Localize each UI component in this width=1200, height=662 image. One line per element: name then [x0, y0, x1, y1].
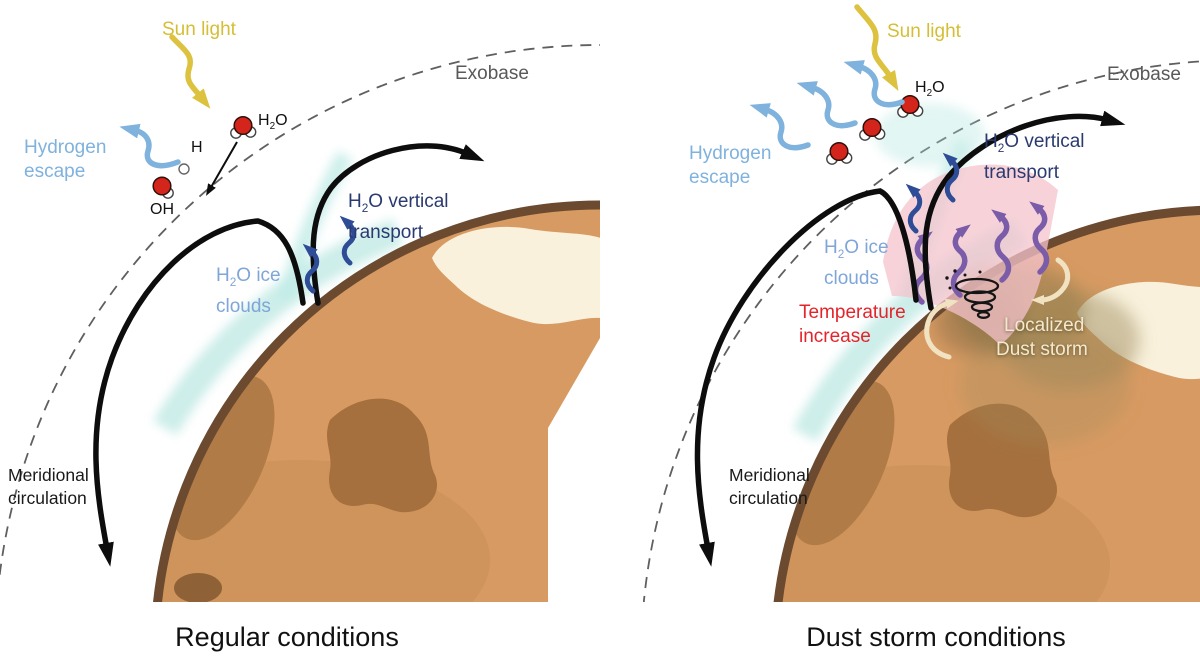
- hydrogen-escape-arrow-icon: [749, 103, 811, 151]
- label-h2o: H2O: [258, 112, 288, 133]
- label-hydrogen-escape: Hydrogen escape: [689, 142, 771, 190]
- caption-regular-conditions: Regular conditions: [175, 622, 399, 652]
- label-h2o: H2O: [915, 79, 945, 100]
- label-line: circulation: [729, 488, 808, 508]
- photodissociation-arrow-icon: [206, 141, 238, 196]
- panel-regular-conditions: Sun light Hydrogen escape Exobase H2O H …: [0, 19, 600, 652]
- label-line: circulation: [8, 488, 87, 508]
- oh-molecule-icon: [152, 176, 174, 199]
- label-sun-light: Sun light: [887, 21, 961, 42]
- hydrogen-escape-arrow-icon: [843, 60, 905, 108]
- label-oh: OH: [150, 201, 174, 218]
- label-h2o-vertical-transport: H2O vertical transport: [348, 190, 449, 245]
- label-sun-light: Sun light: [162, 19, 236, 40]
- planet-dark-region: [327, 398, 437, 513]
- label-line: H2O ice: [824, 237, 889, 261]
- label-h2o-ice-clouds: H2O ice clouds: [216, 264, 281, 319]
- h2o-molecule-icon: [230, 115, 257, 139]
- label-line: escape: [689, 167, 751, 188]
- regular-conditions-illustration: [0, 34, 600, 602]
- polar-cream-region: [432, 226, 600, 325]
- label-line: Hydrogen: [24, 137, 107, 158]
- label-line: Temperature: [799, 302, 906, 323]
- hydrogen-escape-arrow-icon: [119, 123, 181, 169]
- planet-dark-region: [169, 375, 275, 541]
- label-h2o-ice-clouds: H2O ice clouds: [824, 236, 889, 291]
- meridional-circulation-arrow: [93, 218, 306, 567]
- label-meridional-circulation: Meridional circulation: [729, 464, 810, 510]
- sunlight-arrow-icon: [854, 4, 899, 92]
- label-line: clouds: [824, 267, 879, 289]
- planet-mars: [150, 200, 600, 602]
- panel-dust-storm-conditions: Sun light Hydrogen escape Exobase H2O H2…: [600, 0, 1200, 662]
- label-line: transport: [348, 221, 423, 243]
- label-line: H2O ice: [216, 265, 281, 289]
- label-line: Meridional: [8, 465, 89, 485]
- hydrogen-escape-arrow-icon: [796, 81, 858, 129]
- label-line: H2O vertical: [984, 131, 1085, 155]
- meridional-circulation-arrow: [694, 188, 919, 567]
- label-line: Dust storm: [996, 339, 1088, 360]
- planet-mars: [773, 206, 1200, 602]
- label-exobase: Exobase: [1107, 64, 1181, 85]
- label-line: H2O vertical: [348, 191, 449, 215]
- sunlight-arrow-icon: [169, 34, 211, 109]
- label-h-atom: H: [191, 139, 203, 156]
- label-line: increase: [799, 326, 871, 347]
- ice-cloud-band: [152, 151, 403, 436]
- label-line: transport: [984, 161, 1059, 183]
- dust-lift-arrow-icon: [924, 298, 959, 360]
- caption-dust-storm-conditions: Dust storm conditions: [806, 622, 1066, 652]
- label-temperature-increase: Temperature increase: [799, 301, 906, 349]
- dust-lift-arrow-icon: [1031, 257, 1071, 305]
- label-meridional-circulation: Meridional circulation: [8, 464, 89, 510]
- dust-storm-tornado-icon: [945, 269, 1000, 319]
- label-localized-dust-storm: Localized Dust storm: [996, 314, 1088, 362]
- planet-dark-region: [789, 380, 895, 546]
- temperature-increase-region: [883, 164, 1058, 345]
- h-atom-icon: [178, 163, 190, 175]
- dust-storm-conditions-illustration: [643, 4, 1200, 602]
- label-line: Meridional: [729, 465, 810, 485]
- label-hydrogen-escape: Hydrogen escape: [24, 136, 106, 184]
- hydrogen-escape-arrows: [749, 60, 905, 151]
- label-line: escape: [24, 161, 86, 182]
- label-line: Localized: [1004, 315, 1085, 336]
- label-h2o-vertical-transport: H2O vertical transport: [984, 130, 1085, 185]
- label-line: Hydrogen: [689, 143, 772, 164]
- h2o-molecule-icon: [826, 141, 853, 165]
- label-exobase: Exobase: [455, 63, 529, 84]
- vertical-transport-arrow: [922, 110, 1126, 311]
- label-line: clouds: [216, 295, 271, 317]
- planet-dark-region: [174, 573, 222, 602]
